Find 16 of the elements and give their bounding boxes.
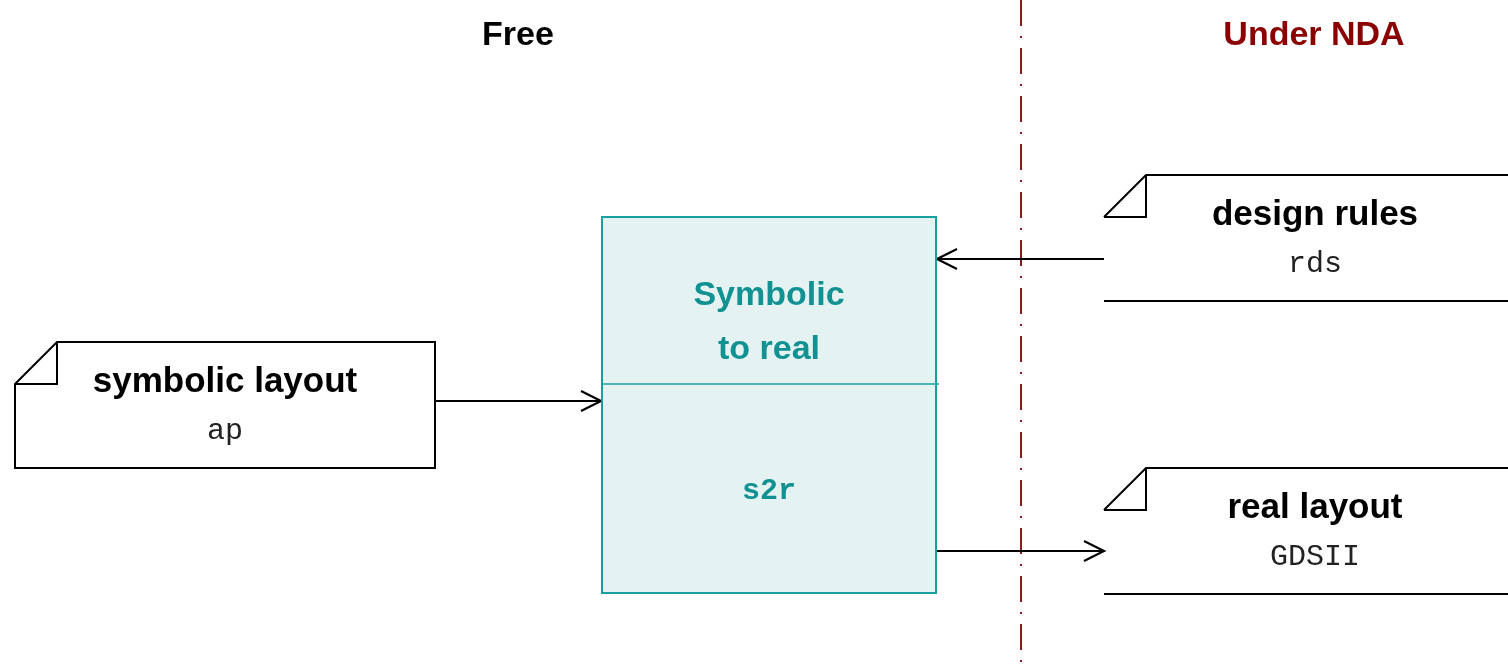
file-format: ap bbox=[206, 414, 244, 448]
document-title: symbolic layout bbox=[91, 360, 359, 400]
arrow bbox=[434, 389, 603, 413]
file-format: rds bbox=[1287, 247, 1343, 281]
arrow bbox=[936, 539, 1106, 563]
section-heading: Free bbox=[482, 14, 554, 53]
document-box bbox=[1104, 175, 1508, 301]
section-heading: Under NDA bbox=[1223, 14, 1405, 53]
command-name: s2r bbox=[741, 474, 797, 508]
document-title: design rules bbox=[1210, 193, 1420, 233]
file-format: GDSII bbox=[1269, 540, 1361, 574]
process-box bbox=[601, 216, 937, 594]
document-box bbox=[15, 342, 435, 468]
document-title: real layout bbox=[1226, 486, 1404, 526]
document-box bbox=[1104, 468, 1508, 594]
process-title: Symbolic to real bbox=[693, 273, 845, 368]
